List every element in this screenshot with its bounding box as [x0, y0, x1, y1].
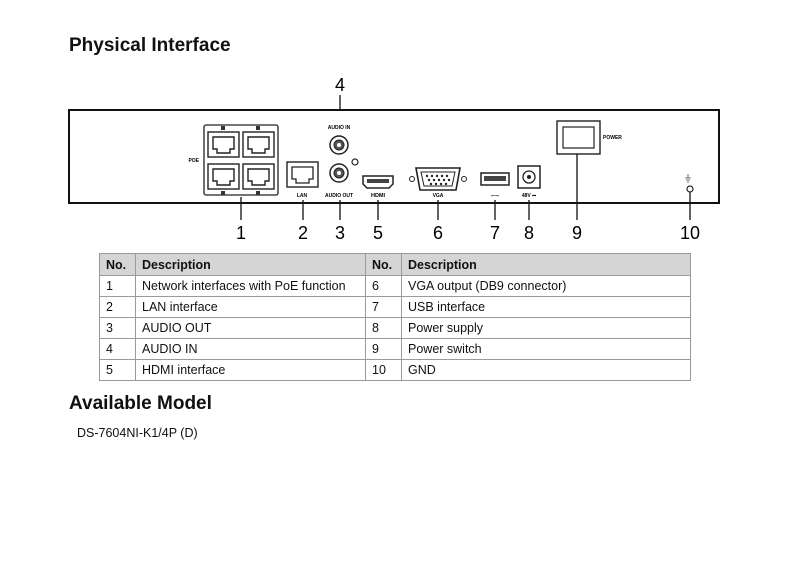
cell-no: 8 [365, 317, 402, 339]
power-supply-label: 48V ⎓ [522, 193, 536, 199]
audio-in-port: AUDIO IN [328, 125, 351, 155]
cell-description: VGA output (DB9 connector) [401, 275, 691, 297]
power-switch: POWER [556, 120, 622, 155]
cell-no: 6 [365, 275, 402, 297]
table-header-row: No. Description No. Description [99, 253, 691, 276]
lan-label: LAN [297, 193, 308, 199]
hdmi-port: HDMI [362, 175, 394, 199]
cell-no: 1 [99, 275, 136, 297]
cell-no: 7 [365, 296, 402, 318]
callout-4: 4 [335, 75, 345, 95]
callout-10: 10 [680, 223, 700, 243]
cell-description: AUDIO OUT [135, 317, 366, 339]
cell-no: 10 [365, 359, 402, 381]
cell-description: USB interface [401, 296, 691, 318]
interface-table: No. Description No. Description 1 Networ… [99, 253, 691, 381]
callout-1: 1 [236, 223, 246, 243]
table-row: 2 LAN interface 7 USB interface [99, 296, 691, 318]
hdmi-label: HDMI [371, 193, 386, 199]
cell-description: GND [401, 359, 691, 381]
audio-out-port: AUDIO OUT [325, 163, 353, 199]
vga-port: VGA [409, 167, 467, 199]
header-description: Description [135, 253, 366, 276]
rear-panel-diagram: 4 POE LAN AUDIO IN [68, 75, 720, 243]
model-number: DS-7604NI-K1/4P (D) [77, 426, 198, 440]
callout-2: 2 [298, 223, 308, 243]
cell-no: 2 [99, 296, 136, 318]
cell-no: 9 [365, 338, 402, 360]
poe-ports: POE [188, 124, 279, 196]
callout-5: 5 [373, 223, 383, 243]
screw-hole [351, 158, 359, 166]
section-title-physical-interface: Physical Interface [69, 35, 231, 56]
cell-description: Network interfaces with PoE function [135, 275, 366, 297]
power-supply-port: 48V ⎓ [517, 165, 541, 199]
section-title-available-model: Available Model [69, 393, 212, 414]
callout-6: 6 [433, 223, 443, 243]
callout-9: 9 [572, 223, 582, 243]
table-row: 1 Network interfaces with PoE function 6… [99, 275, 691, 297]
cell-description: Power switch [401, 338, 691, 360]
cell-no: 3 [99, 317, 136, 339]
audio-out-label: AUDIO OUT [325, 193, 353, 199]
cell-description: Power supply [401, 317, 691, 339]
callout-8: 8 [524, 223, 534, 243]
nvr-chassis [68, 109, 720, 204]
cell-no: 5 [99, 359, 136, 381]
power-label: POWER [603, 135, 622, 141]
table-row: 4 AUDIO IN 9 Power switch [99, 338, 691, 360]
callout-3: 3 [335, 223, 345, 243]
cell-description: AUDIO IN [135, 338, 366, 360]
table-row: 5 HDMI interface 10 GND [99, 359, 691, 381]
poe-label: POE [188, 158, 199, 164]
cell-description: LAN interface [135, 296, 366, 318]
vga-label: VGA [433, 193, 444, 199]
cell-no: 4 [99, 338, 136, 360]
header-no: No. [365, 253, 402, 276]
lan-port: LAN [286, 161, 319, 199]
audio-in-label: AUDIO IN [328, 125, 351, 131]
header-no: No. [99, 253, 136, 276]
cell-description: HDMI interface [135, 359, 366, 381]
callout-7: 7 [490, 223, 500, 243]
usb-port: ⭠⭢ [480, 172, 510, 199]
usb-symbol: ⭠⭢ [491, 193, 499, 199]
table-row: 3 AUDIO OUT 8 Power supply [99, 317, 691, 339]
header-description: Description [401, 253, 691, 276]
